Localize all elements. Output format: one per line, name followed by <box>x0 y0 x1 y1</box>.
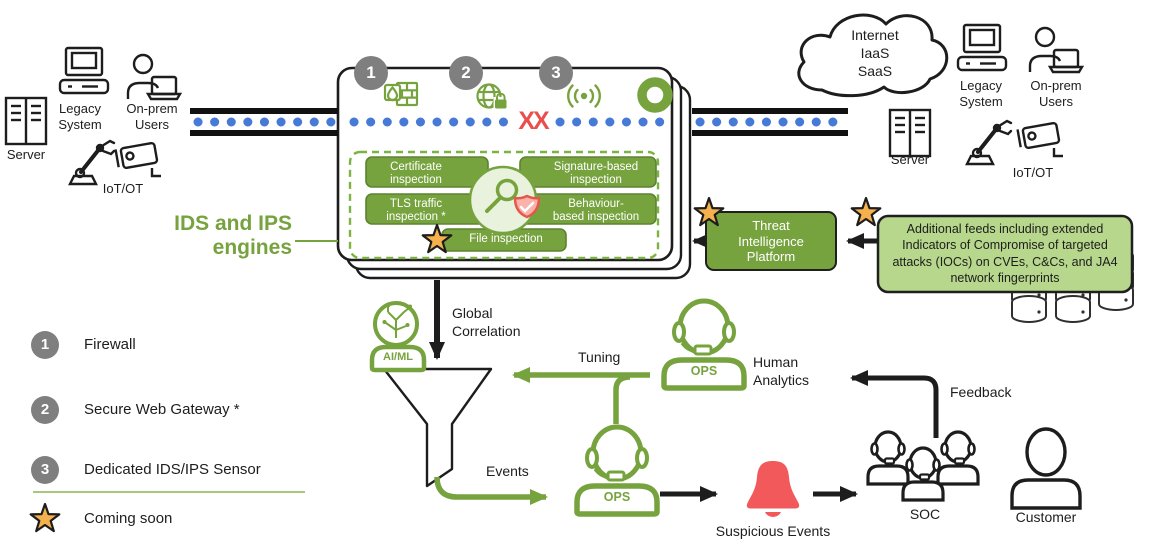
camera-icon <box>114 141 161 178</box>
suspicious-events-label: Suspicious Events <box>715 523 831 539</box>
customer-icon <box>1010 427 1082 510</box>
legend-firewall-label: Firewall <box>84 336 136 353</box>
feedback-arrow <box>850 370 939 438</box>
camera-icon <box>1016 121 1063 158</box>
coming-soon-star <box>850 196 882 227</box>
robot-arm-icon <box>68 139 116 186</box>
blocked-traffic-marks: XX <box>518 107 549 135</box>
robot-arm-icon <box>965 119 1013 166</box>
marker-2: 2 <box>449 56 483 90</box>
ops-label: OPS <box>690 364 718 378</box>
inspection-emblem-icon <box>468 165 541 235</box>
alert-bell-icon <box>746 461 800 517</box>
aiml-label: AI/ML <box>383 351 413 363</box>
feeds-text: Additional feeds including extended Indi… <box>892 222 1118 285</box>
threat-intel-label: Threat Intelligence Platform <box>738 218 804 265</box>
funnel-icon <box>382 367 493 488</box>
legend-marker-1: 1 <box>31 331 59 359</box>
server-icon <box>4 96 48 146</box>
feeds-box <box>876 214 1134 294</box>
traffic-pipe-left <box>190 108 338 136</box>
events-label: Events <box>486 463 529 479</box>
traffic-pipe-right <box>692 108 848 136</box>
sensor-icon <box>567 84 601 108</box>
behaviour-inspection-label: Behaviour- based inspection <box>552 198 640 224</box>
onprem-users-label: On-prem Users <box>126 101 178 132</box>
iot-ot-label: IoT/OT <box>102 181 144 196</box>
server-icon <box>888 108 932 158</box>
cloud-icon <box>797 13 949 98</box>
coming-soon-star <box>29 502 61 533</box>
soc-analyst-icon <box>936 430 980 486</box>
legend-marker-2: 2 <box>31 396 59 424</box>
tuning-label: Tuning <box>578 349 621 365</box>
onprem-users-icon <box>1028 26 1085 74</box>
threat-intel-box <box>705 211 837 271</box>
ops-label: OPS <box>603 490 631 504</box>
legacy-system-icon <box>58 46 110 95</box>
legacy-system-label: Legacy System <box>959 78 1003 109</box>
aiml-icon <box>369 301 427 373</box>
onprem-users-label: On-prem Users <box>1030 78 1082 109</box>
coming-soon-label: Coming soon <box>84 510 173 527</box>
engine-title: IDS and IPS engines <box>174 212 292 259</box>
events-arrow <box>434 476 548 505</box>
human-analytics-label: Human Analytics <box>753 354 810 389</box>
legacy-system-icon <box>956 23 1008 72</box>
cloud-label: Internet IaaS SaaS <box>851 27 899 80</box>
legend-swg-label: Secure Web Gateway * <box>84 401 240 418</box>
firewall-icon <box>383 81 419 107</box>
certificate-inspection-label: Certificate inspection <box>390 161 442 187</box>
feedback-label: Feedback <box>950 384 1012 400</box>
legend-marker-3: 3 <box>31 456 59 484</box>
tuning-arrow <box>512 367 650 424</box>
file-inspection-label: File inspection <box>469 233 543 245</box>
marker-1: 1 <box>354 56 388 90</box>
server-label: Server <box>890 152 930 167</box>
secure-web-gateway-icon <box>476 83 508 110</box>
inspection-boxes <box>365 156 657 252</box>
customer-label: Customer <box>1015 509 1077 525</box>
legacy-system-label: Legacy System <box>58 101 102 132</box>
engines-dashed-box <box>348 150 660 260</box>
legend-ids-sensor-label: Dedicated IDS/IPS Sensor <box>84 461 261 478</box>
global-correlation-label: Global Correlation <box>452 305 521 339</box>
onprem-users-icon <box>126 53 183 101</box>
signature-inspection-label: Signature-based inspection <box>553 161 639 187</box>
brand-ring-icon <box>637 77 673 113</box>
iot-ot-label: IoT/OT <box>1012 165 1054 180</box>
marker-3: 3 <box>539 56 573 90</box>
soc-label: SOC <box>909 506 941 522</box>
tls-inspection-label: TLS traffic inspection * <box>386 198 446 224</box>
soc-analyst-icon <box>866 430 910 486</box>
server-label: Server <box>6 147 46 162</box>
